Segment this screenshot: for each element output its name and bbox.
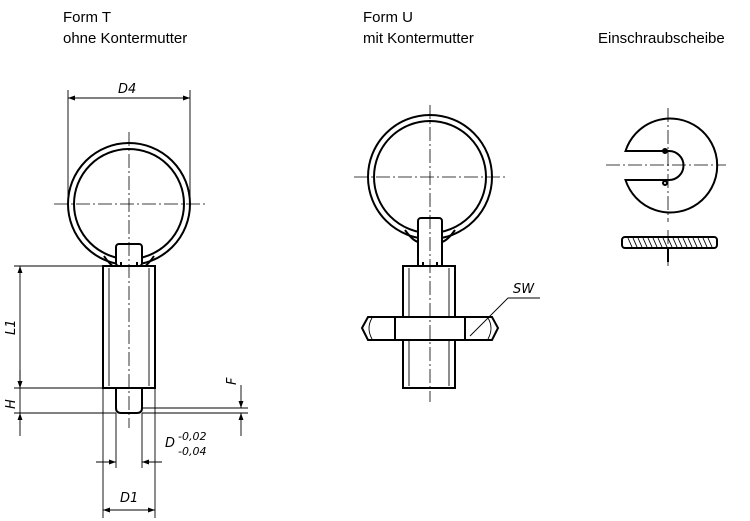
form-t-view: D4 L1 H F D -0,02 -0,04 D1 (4, 82, 248, 518)
washer-side-view (621, 236, 718, 249)
d-tolerance-upper: -0,02 (178, 430, 206, 443)
washer-knurl-pattern (627, 237, 713, 248)
washer-title: Einschraubscheibe (598, 30, 725, 47)
form-u-title: Form U (363, 9, 413, 26)
d-tolerance-lower: -0,04 (178, 445, 206, 458)
d1-label: D1 (120, 491, 138, 506)
f-label: F (225, 377, 240, 385)
form-u-view: SW (354, 105, 540, 402)
d4-label: D4 (118, 82, 136, 97)
form-t-subtitle: ohne Kontermutter (63, 30, 187, 47)
sw-label: SW (513, 282, 535, 297)
d-label: D (165, 436, 175, 451)
l1-label: L1 (4, 319, 19, 335)
form-t-title: Form T (63, 9, 111, 26)
form-u-subtitle: mit Kontermutter (363, 30, 474, 47)
washer-view (606, 108, 726, 266)
h-label: H (4, 399, 19, 409)
washer-slotted-disc (624, 117, 719, 214)
